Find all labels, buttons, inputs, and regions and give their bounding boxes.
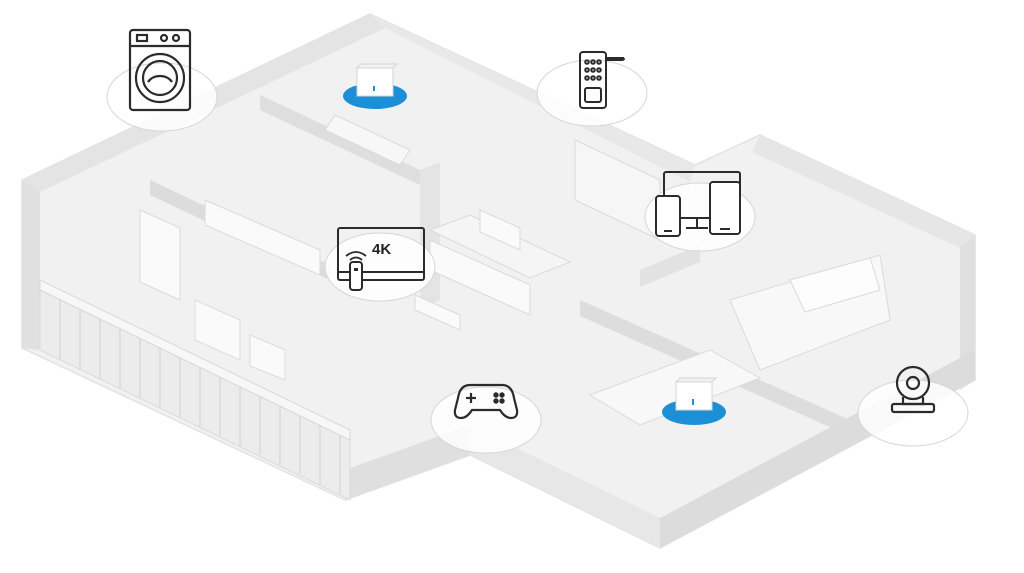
mesh-router-bedroom[interactable] xyxy=(662,377,726,425)
router-led xyxy=(373,86,375,91)
game-controller-device[interactable] xyxy=(430,383,542,454)
smart-door-lock-icon xyxy=(579,51,625,109)
tv-resolution-label: 4K xyxy=(372,241,391,258)
mesh-router-top[interactable] xyxy=(343,63,407,109)
back-wall-right xyxy=(370,14,695,182)
wall-bedroom-left xyxy=(640,245,700,287)
apartment-building xyxy=(21,13,976,549)
smart-lock-device[interactable] xyxy=(536,51,648,127)
multi-device-group[interactable] xyxy=(644,171,756,252)
multi-device-icon xyxy=(655,171,741,237)
back-wall-bedroom xyxy=(752,135,975,248)
washing-machine-device[interactable] xyxy=(106,28,218,132)
washing-machine-icon xyxy=(128,28,192,112)
security-camera-device[interactable] xyxy=(857,365,969,447)
furniture xyxy=(139,114,891,426)
router-led xyxy=(692,399,694,405)
smart-tv-4k-icon xyxy=(337,227,425,291)
device-bubble xyxy=(106,62,218,132)
security-camera-icon xyxy=(890,365,936,414)
smart-tv-device[interactable]: 4K xyxy=(324,227,436,302)
balcony xyxy=(39,279,351,501)
mesh-router-icon xyxy=(356,67,394,97)
wall-bathroom xyxy=(260,95,420,185)
mesh-router-icon xyxy=(675,381,713,411)
game-controller-icon xyxy=(453,383,519,420)
front-wall-bedroom xyxy=(470,425,660,548)
side-wall-left xyxy=(22,180,40,350)
side-wall-right xyxy=(960,235,975,390)
device-bubble xyxy=(430,386,542,454)
front-wall-living xyxy=(345,425,470,500)
